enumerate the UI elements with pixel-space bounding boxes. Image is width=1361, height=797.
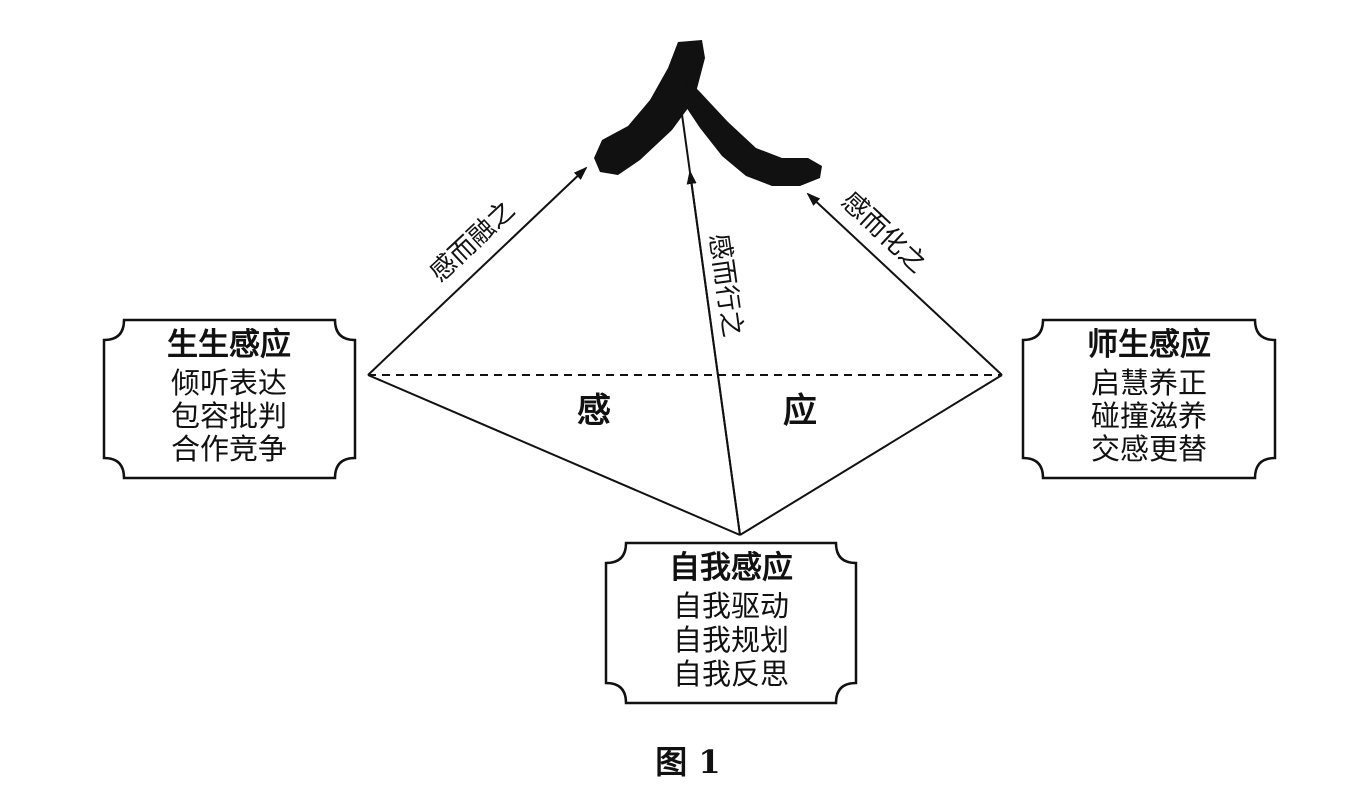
edge-left-arrow bbox=[367, 166, 588, 376]
ren-glyph bbox=[594, 40, 822, 186]
edge-right-arrow bbox=[806, 192, 1003, 376]
box-right-line-2: 碰撞滋养 bbox=[1091, 399, 1207, 433]
center-label-ying: 应 bbox=[783, 391, 817, 431]
figure-caption: 图 1 bbox=[655, 743, 720, 781]
center-label-gan: 感 bbox=[577, 391, 611, 431]
edge-label-left: 感而融之 bbox=[424, 195, 521, 288]
box-right-title: 师生感应 bbox=[1087, 327, 1211, 363]
edge-apex-middle bbox=[679, 99, 741, 536]
box-bottom: 自我感应 自我驱动 自我规划 自我反思 bbox=[604, 541, 858, 705]
edge-label-middle: 感而行之 bbox=[703, 232, 747, 339]
box-bottom-title: 自我感应 bbox=[669, 550, 793, 586]
box-right-line-1: 启慧养正 bbox=[1091, 366, 1207, 400]
box-bottom-line-1: 自我驱动 bbox=[673, 589, 789, 623]
edge-base-left bbox=[367, 374, 741, 536]
box-bottom-line-2: 自我规划 bbox=[673, 623, 789, 657]
box-left-title: 生生感应 bbox=[167, 327, 291, 363]
box-left: 生生感应 倾听表达 包容批判 合作竞争 bbox=[102, 318, 357, 480]
box-left-line-1: 倾听表达 bbox=[171, 366, 287, 400]
box-right-line-3: 交感更替 bbox=[1091, 432, 1207, 466]
box-left-line-3: 合作竞争 bbox=[171, 432, 287, 466]
box-right: 师生感应 启慧养正 碰撞滋养 交感更替 bbox=[1021, 318, 1277, 480]
edge-base-right bbox=[739, 374, 1003, 536]
pyramid-lines bbox=[367, 99, 1003, 536]
box-left-line-2: 包容批判 bbox=[171, 399, 287, 433]
box-bottom-line-3: 自我反思 bbox=[673, 657, 789, 691]
